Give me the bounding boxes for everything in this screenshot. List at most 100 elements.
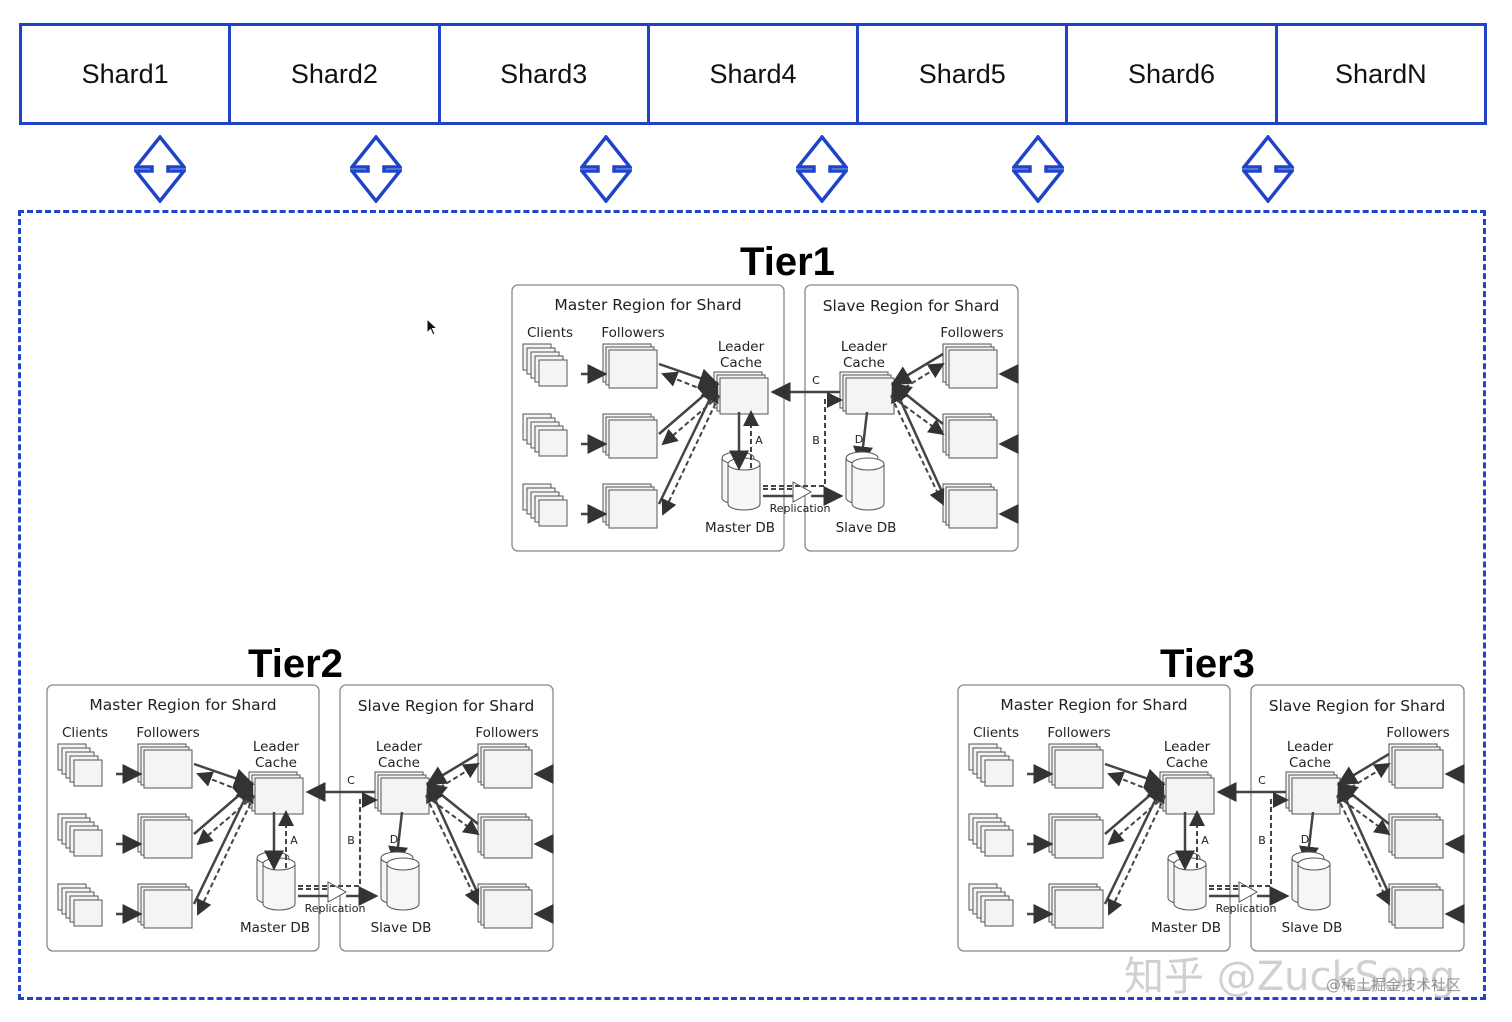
connector — [1336, 752, 1390, 786]
connector — [657, 381, 719, 505]
cache-label: Cache — [378, 755, 420, 771]
clients-stack — [968, 743, 1014, 787]
label-d: D — [855, 433, 863, 446]
tier-container — [18, 210, 1486, 1000]
followers-stack — [1388, 883, 1444, 929]
dashed-connector — [1336, 795, 1391, 906]
clients-stack — [522, 343, 568, 387]
cache-label: Cache — [1289, 755, 1331, 771]
shard-cell: Shard1 — [22, 26, 232, 122]
followers-label: Followers — [1386, 725, 1449, 741]
followers-stack — [1388, 813, 1444, 859]
connector — [193, 762, 255, 788]
label-c: C — [1258, 774, 1266, 787]
followers-stack — [137, 883, 193, 929]
watermark-sub: @稀土掘金技术社区 — [1326, 976, 1462, 994]
label-c: C — [347, 774, 355, 787]
watermark-main: 知乎 @ZuckSong — [1124, 954, 1456, 1000]
followers-stack — [1048, 813, 1104, 859]
slave-db-icon — [380, 851, 420, 911]
followers-stack — [477, 743, 533, 789]
tier-diagram: Master Region for Shard Slave Region for … — [957, 684, 1465, 952]
followers-stack — [137, 813, 193, 859]
mouse-cursor-icon — [426, 318, 439, 336]
clients-label: Clients — [973, 725, 1019, 741]
clients-stack — [57, 883, 103, 927]
leader-cache-box — [1159, 771, 1215, 815]
master-db-label: Master DB — [240, 920, 310, 936]
shard-row: Shard1 Shard2 Shard3 Shard4 Shard5 Shard… — [19, 23, 1487, 125]
leader-label: Leader — [1287, 739, 1334, 755]
followers-stack — [942, 413, 998, 459]
bidirectional-arrow-icon — [1012, 135, 1064, 203]
label-b: B — [1258, 834, 1266, 847]
connector — [425, 752, 479, 786]
followers-stack — [602, 343, 658, 389]
slave-db-label: Slave DB — [836, 520, 897, 536]
replication-label: Replication — [770, 502, 831, 515]
dashed-connector — [196, 795, 255, 916]
clients-stack — [522, 483, 568, 527]
clients-label: Clients — [62, 725, 108, 741]
cache-label: Cache — [1166, 755, 1208, 771]
shard-cell: Shard5 — [859, 26, 1069, 122]
leader-label: Leader — [1164, 739, 1211, 755]
shard-cell: ShardN — [1335, 58, 1427, 89]
followers-stack — [1388, 743, 1444, 789]
master-region-title: Master Region for Shard — [554, 296, 741, 314]
bidirectional-arrow-icon — [350, 135, 402, 203]
connector — [1337, 781, 1391, 895]
master-region-title: Master Region for Shard — [1000, 696, 1187, 714]
shard-cell: Shard6 — [1068, 26, 1278, 122]
master-db-label: Master DB — [705, 520, 775, 536]
followers-stack — [1048, 883, 1104, 929]
clients-stack — [57, 743, 103, 787]
bidirectional-arrow-icon — [796, 135, 848, 203]
connector — [1104, 762, 1166, 788]
dashed-connector — [1209, 792, 1289, 887]
connector — [426, 781, 480, 895]
label-b: B — [347, 834, 355, 847]
slave-db-label: Slave DB — [1282, 920, 1343, 936]
shard-cell: Shard2 — [231, 26, 441, 122]
bidirectional-arrow-icon — [1242, 135, 1294, 203]
label-b: B — [812, 434, 820, 447]
master-db-icon — [721, 451, 761, 511]
dashed-connector — [890, 395, 945, 506]
connector — [192, 781, 254, 905]
dashed-connector — [298, 792, 378, 887]
bidirectional-arrow-icon — [134, 135, 186, 203]
bidirectional-arrow-icon — [580, 135, 632, 203]
leader-cache-box — [248, 771, 304, 815]
followers-label: Followers — [475, 725, 538, 741]
label-a: A — [290, 834, 298, 847]
leader-label: Leader — [718, 339, 765, 355]
followers-label: Followers — [1047, 725, 1110, 741]
followers-stack — [942, 483, 998, 529]
dashed-connector — [763, 392, 843, 487]
cache-label: Cache — [720, 355, 762, 371]
leader-label: Leader — [253, 739, 300, 755]
followers-stack — [602, 483, 658, 529]
slave-db-icon — [845, 451, 885, 511]
followers-label: Followers — [940, 325, 1003, 341]
leader-cache-box — [839, 371, 895, 415]
clients-label: Clients — [527, 325, 573, 341]
connector — [891, 381, 945, 495]
label-d: D — [1301, 833, 1309, 846]
slave-db-icon — [1291, 851, 1331, 911]
master-db-icon — [1167, 851, 1207, 911]
connector — [658, 362, 720, 388]
clients-stack — [522, 413, 568, 457]
cache-label: Cache — [255, 755, 297, 771]
label-a: A — [1201, 834, 1209, 847]
replication-label: Replication — [1216, 902, 1277, 915]
followers-stack — [477, 883, 533, 929]
leader-cache-box — [374, 771, 430, 815]
leader-label: Leader — [841, 339, 888, 355]
slave-region-title: Slave Region for Shard — [1269, 697, 1446, 715]
shard-cell: Shard4 — [650, 26, 860, 122]
master-db-label: Master DB — [1151, 920, 1221, 936]
